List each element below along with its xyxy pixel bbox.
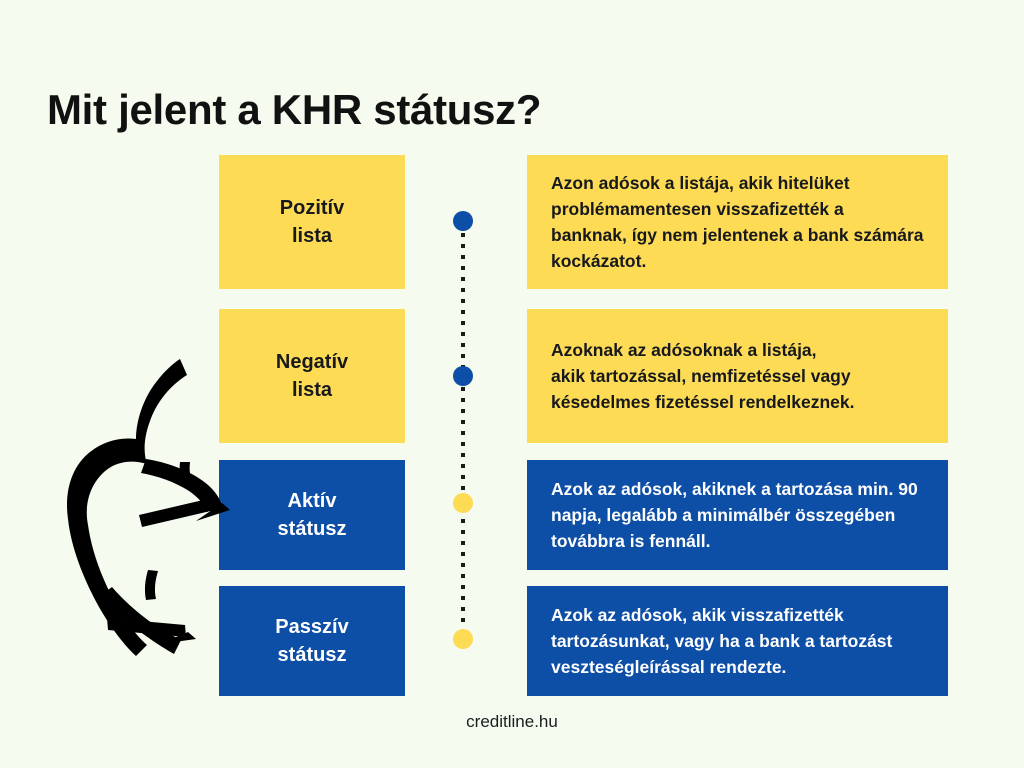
- footer-credit: creditline.hu: [466, 712, 558, 731]
- timeline-dot-negativ-lista: [453, 366, 473, 386]
- status-label-text: Negatív lista: [275, 350, 349, 401]
- timeline-dot-pozitiv-lista: [453, 211, 473, 231]
- status-label-box-passziv-statusz: Passzív státusz: [219, 586, 405, 696]
- status-label-box-pozitiv-lista: Pozitív lista: [219, 155, 405, 289]
- description-box-pozitiv-lista: Azon adósok a listája, akik hitelüket pr…: [527, 155, 948, 289]
- description-box-aktiv-statusz: Azok az adósok, akiknek a tartozása min.…: [527, 460, 948, 570]
- status-label-box-aktiv-statusz: Aktív státusz: [219, 460, 405, 570]
- description-text: Azok az adósok, akiknek a tartozása min.…: [551, 478, 918, 552]
- description-box-passziv-statusz: Azok az adósok, akik visszafizették tart…: [527, 586, 948, 696]
- description-box-negativ-lista: Azoknak az adósoknak a listája, akik tar…: [527, 309, 948, 443]
- description-text: Azon adósok a listája, akik hitelüket pr…: [551, 172, 924, 272]
- status-label-text: Aktív státusz: [277, 489, 347, 540]
- description-text: Azoknak az adósoknak a listája, akik tar…: [551, 339, 855, 413]
- page-title: Mit jelent a KHR státusz?: [47, 86, 542, 134]
- status-label-text: Pozitív lista: [279, 196, 345, 247]
- status-label-box-negativ-lista: Negatív lista: [219, 309, 405, 443]
- timeline-dot-passziv-statusz: [453, 629, 473, 649]
- status-label-text: Passzív státusz: [275, 615, 349, 666]
- timeline-dot-aktiv-statusz: [453, 493, 473, 513]
- description-text: Azok az adósok, akik visszafizették tart…: [551, 604, 893, 678]
